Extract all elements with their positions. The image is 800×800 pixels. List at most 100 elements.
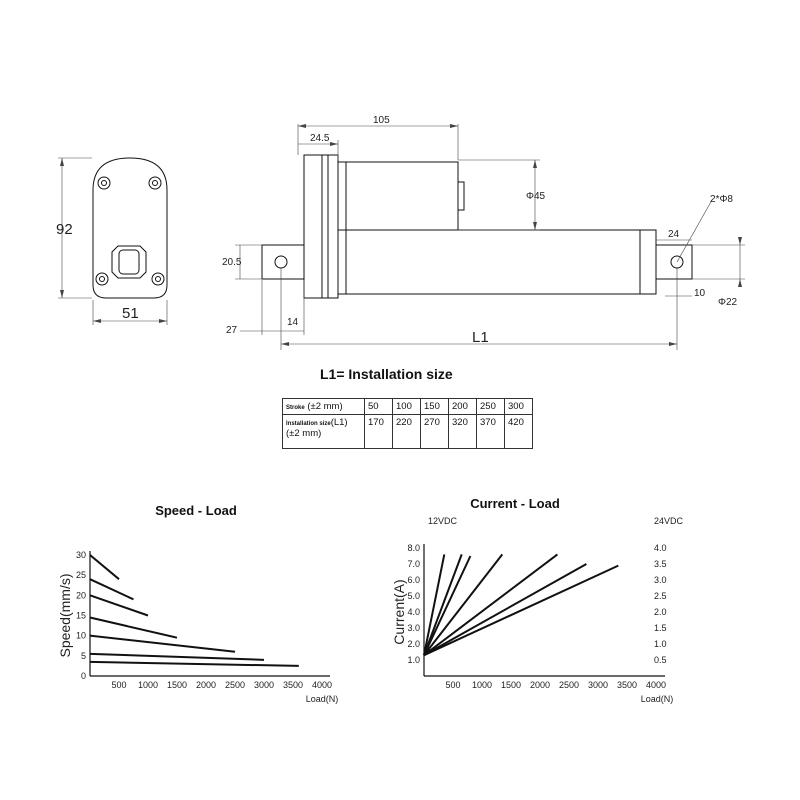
- y-tick-label: 5.0: [407, 591, 420, 601]
- stroke-cell: 200: [448, 398, 477, 415]
- front-view: 92 51: [56, 157, 168, 325]
- front-width-dim: 51: [122, 305, 139, 322]
- y-axis-label: Current(A): [391, 579, 407, 644]
- x-tick-label: 4000: [646, 680, 666, 690]
- y-axis-label: Speed(mm/s): [57, 573, 73, 657]
- dim-l1: L1: [472, 329, 489, 346]
- series-line: [423, 564, 619, 657]
- dim-24: 24: [668, 229, 680, 240]
- dim-10: 10: [694, 288, 706, 299]
- x-tick-label: 2500: [559, 680, 579, 690]
- y2-tick-label: 3.0: [654, 575, 667, 585]
- y2-tick-label: 4.0: [654, 543, 667, 553]
- y2-tick-label: 2.5: [654, 591, 667, 601]
- y-tick-label: 7.0: [407, 559, 420, 569]
- y-tick-label: 10: [76, 631, 86, 641]
- stroke-cell: 250: [476, 398, 505, 415]
- series-line: [423, 553, 504, 656]
- y-tick-label: 20: [76, 590, 86, 600]
- current-load-chart: Current - Load 500 1000 1500 2000 2500 3000 350…: [391, 496, 684, 704]
- x-tick-label: 3500: [283, 680, 303, 690]
- dim-2phi8: 2*Φ8: [710, 194, 733, 205]
- install-size-row: Installation size(L1)(±2 mm) 170 220 270…: [282, 414, 533, 449]
- install-size-cell: 420: [504, 414, 533, 449]
- stroke-label: Stroke: [286, 405, 305, 411]
- install-size-cell: 370: [476, 414, 505, 449]
- front-height-dim: 92: [56, 221, 73, 238]
- x-tick-label: 1500: [167, 680, 187, 690]
- y2-tick-label: 1.5: [654, 623, 667, 633]
- x-tick-label: 1500: [501, 680, 521, 690]
- x-tick-label: 2500: [225, 680, 245, 690]
- x-tick-label: 2000: [530, 680, 550, 690]
- y-tick-label: 1.0: [407, 655, 420, 665]
- x-axis-label: Load(N): [306, 694, 339, 704]
- x-tick-label: 1000: [138, 680, 158, 690]
- stroke-header: Stroke (±2 mm): [282, 398, 365, 415]
- series-line: [89, 554, 120, 580]
- series-line: [423, 555, 472, 656]
- installation-size-title: L1= Installation size: [320, 366, 453, 382]
- y-tick-label: 25: [76, 570, 86, 580]
- x-tick-label: 500: [111, 680, 126, 690]
- series-line: [423, 554, 463, 656]
- y2-tick-label: 0.5: [654, 655, 667, 665]
- install-size-cell: 220: [392, 414, 421, 449]
- x-tick-label: 4000: [312, 680, 332, 690]
- y-tick-label: 5: [81, 651, 86, 661]
- install-size-header: Installation size(L1)(±2 mm): [282, 414, 365, 449]
- series-line: [89, 578, 134, 601]
- x-tick-label: 500: [445, 680, 460, 690]
- install-size-cell: 270: [420, 414, 449, 449]
- dim-phi45: Φ45: [526, 191, 546, 202]
- stroke-row: Stroke (±2 mm) 50 100 150 200 250 300: [282, 398, 533, 415]
- x-tick-label: 3500: [617, 680, 637, 690]
- installation-size-table: Stroke (±2 mm) 50 100 150 200 250 300 In…: [282, 398, 533, 449]
- dim-20-5: 20.5: [222, 257, 242, 268]
- install-size-cell: 320: [448, 414, 477, 449]
- dim-27: 27: [226, 325, 238, 336]
- chart-title: Speed - Load: [155, 503, 237, 518]
- series-line: [423, 554, 446, 656]
- x-tick-label: 3000: [588, 680, 608, 690]
- left-axis-label: 12VDC: [428, 516, 458, 526]
- y-tick-label: 6.0: [407, 575, 420, 585]
- dim-phi22: Φ22: [718, 297, 738, 308]
- dim-14: 14: [287, 317, 299, 328]
- series-line: [89, 634, 236, 653]
- series-line: [89, 594, 149, 617]
- y-tick-label: 15: [76, 611, 86, 621]
- stroke-cell: 300: [504, 398, 533, 415]
- y2-tick-label: 2.0: [654, 607, 667, 617]
- stroke-cell: 150: [420, 398, 449, 415]
- dim-24-5: 24.5: [310, 133, 330, 144]
- y-tick-label: 2.0: [407, 639, 420, 649]
- y-tick-label: 30: [76, 550, 86, 560]
- series-line: [423, 563, 587, 657]
- stroke-unit: (±2 mm): [307, 401, 343, 412]
- y-tick-label: 3.0: [407, 623, 420, 633]
- install-size-label: Installation size: [286, 421, 331, 427]
- chart-title: Current - Load: [470, 496, 560, 511]
- y2-tick-label: 3.5: [654, 559, 667, 569]
- speed-load-chart: Speed - Load 500 1000 1500 2000 2500 3000 3500 4…: [57, 503, 338, 704]
- right-axis-label: 24VDC: [654, 516, 684, 526]
- series-line: [423, 553, 559, 656]
- x-tick-label: 3000: [254, 680, 274, 690]
- install-size-cell: 170: [364, 414, 393, 449]
- series-line: [89, 660, 299, 667]
- x-tick-label: 2000: [196, 680, 216, 690]
- dim-105: 105: [373, 115, 390, 126]
- y-tick-label: 0: [81, 671, 86, 681]
- y2-tick-label: 1.0: [654, 639, 667, 649]
- side-view: 105 24.5 Φ45 2*Φ8 24 Φ22 10 20.5: [222, 115, 745, 350]
- series-line: [89, 616, 178, 639]
- x-tick-label: 1000: [472, 680, 492, 690]
- series-line: [89, 652, 265, 661]
- install-size-unit: (L1)(±2 mm): [286, 417, 348, 439]
- y-tick-label: 8.0: [407, 543, 420, 553]
- stroke-cell: 100: [392, 398, 421, 415]
- y-tick-label: 4.0: [407, 607, 420, 617]
- x-axis-label: Load(N): [641, 694, 674, 704]
